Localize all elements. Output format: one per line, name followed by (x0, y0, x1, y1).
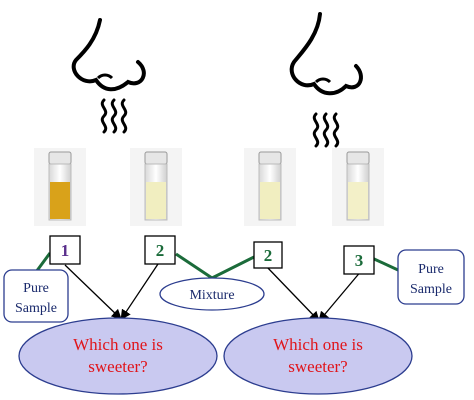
vial-number-4: 3 (355, 251, 364, 270)
pure-left-line2: Sample (15, 301, 57, 316)
smell-wisp-icon-left (100, 98, 128, 134)
connector-pure-left (34, 252, 52, 273)
vial-liquid (348, 182, 368, 219)
question-left-line2: sweeter? (88, 357, 147, 376)
nose-icon-right (289, 12, 363, 96)
number-box-1: 1 (49, 235, 81, 265)
arrow-4 (318, 269, 363, 322)
vial-liquid (50, 182, 70, 219)
arrow-1 (64, 264, 122, 320)
mixture-label: Mixture (189, 288, 234, 303)
connector-mixture-left (175, 252, 213, 280)
vial-2 (130, 148, 182, 226)
vial-liquid (260, 182, 280, 219)
arrow-2 (120, 263, 159, 321)
question-left-line1: Which one is (73, 335, 163, 354)
vial-3 (244, 148, 296, 226)
mixture-callout: Mixture (159, 277, 265, 311)
pure-sample-callout-left: Pure Sample (3, 269, 69, 323)
question-ellipse-left: Which one is sweeter? (18, 317, 218, 395)
question-right-line2: sweeter? (288, 357, 347, 376)
question-right-line1: Which one is (273, 335, 363, 354)
pure-right-line2: Sample (410, 282, 452, 297)
question-ellipse-right: Which one is sweeter? (223, 317, 413, 395)
vial-number-1: 1 (61, 241, 70, 260)
vial-liquid (146, 182, 166, 219)
vial-number-2: 2 (156, 241, 165, 260)
pure-sample-callout-right: Pure Sample (397, 249, 465, 305)
pure-left-line1: Pure (23, 281, 49, 296)
pure-right-line1: Pure (418, 262, 444, 277)
connector-mixture-right (211, 255, 255, 280)
connector-pure-right (371, 256, 399, 272)
smell-wisp-icon-right (312, 112, 340, 148)
vial-4 (332, 148, 384, 226)
nose-icon-left (71, 18, 146, 92)
number-box-4: 3 (343, 245, 375, 275)
arrow-3 (265, 265, 320, 322)
vial-1 (34, 148, 86, 226)
number-box-3: 2 (253, 241, 283, 269)
number-box-2: 2 (144, 235, 176, 265)
vial-number-3: 2 (264, 246, 273, 265)
